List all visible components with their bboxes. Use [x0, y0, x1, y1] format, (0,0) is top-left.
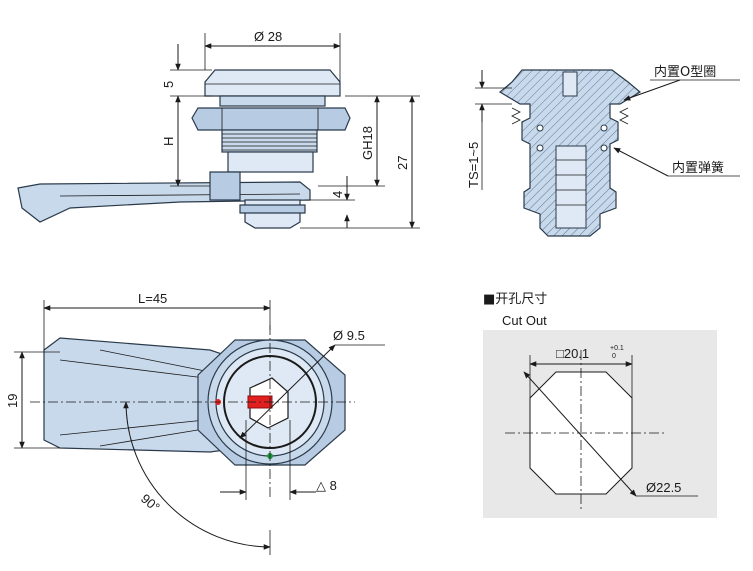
section-view: TS=1~5 内置O型圈 内置弹簧	[466, 64, 740, 237]
cutout-title: ■开孔尺寸	[483, 292, 547, 307]
dim-triangle-8: △ 8	[316, 478, 337, 493]
cutout-subtitle: Cut Out	[502, 313, 547, 328]
tol-zero: 0	[612, 353, 616, 360]
side-view: Ø 28 5 H GH18 27 4	[17, 29, 420, 229]
cutout-view: ■开孔尺寸 Cut Out □20.1 +0.1 0 Ø22.5	[483, 292, 717, 518]
dim-ts: TS=1~5	[466, 142, 481, 188]
dim-dia-9-5: Ø 9.5	[333, 328, 365, 343]
dim-dia-28: Ø 28	[254, 29, 282, 44]
dim-4: 4	[330, 191, 345, 198]
dim-5: 5	[161, 81, 176, 88]
tol-plus: +0.1	[610, 345, 624, 352]
dim-19: 19	[5, 394, 20, 408]
dim-GH18: GH18	[360, 126, 375, 160]
dim-dia-22-5: Ø22.5	[646, 480, 681, 495]
dim-square: □20.1	[556, 346, 589, 361]
dim-length: L=45	[138, 291, 167, 306]
dim-27: 27	[395, 156, 410, 170]
front-view: L=45 19 Ø 9.5 90° △ 8	[5, 291, 385, 555]
label-spring: 内置弹簧	[672, 160, 724, 176]
label-oring: 内置O型圈	[654, 64, 716, 80]
dim-H: H	[161, 137, 176, 146]
